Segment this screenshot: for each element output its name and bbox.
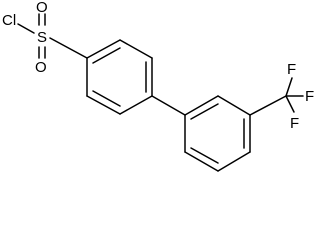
- benzene-ring-left: [86, 39, 153, 115]
- bond-c-f-bottom: [285, 95, 295, 113]
- atom-label-fluorine-bottom: F: [290, 115, 299, 132]
- ring-left-bond-4: [119, 95, 153, 115]
- atom-label-chlorine: Cl: [2, 12, 16, 29]
- ring-right-inner-3: [190, 147, 219, 164]
- atom-label-oxygen-top: O: [36, 0, 48, 16]
- sulfonyl-chloride-bonds: [17, 13, 88, 59]
- ring-right-bond-4: [217, 151, 251, 172]
- atom-label-fluorine-top: F: [287, 61, 296, 78]
- ring-left-inner-1: [92, 47, 121, 64]
- chemical-structure-diagram: Cl S O O F F F: [2, 0, 314, 172]
- biaryl-bond: [151, 95, 186, 116]
- benzene-ring-right: [184, 95, 251, 172]
- bond-s-ring: [49, 37, 88, 59]
- ring-left-inner-3: [92, 90, 121, 107]
- ring-left-bond-5: [86, 95, 121, 115]
- atom-label-sulfur: S: [37, 29, 47, 46]
- ring-right-inner-1: [190, 103, 219, 120]
- bond-cl-s: [17, 23, 35, 34]
- atom-label-oxygen-bottom: O: [35, 59, 47, 76]
- bond-ring-cf3: [249, 95, 287, 116]
- ring-right-bond-5: [184, 151, 219, 172]
- ring-left-bond-1: [86, 39, 121, 59]
- ring-right-bond-1: [184, 95, 219, 116]
- bond-c-f-top: [285, 77, 293, 97]
- trifluoromethyl-bonds: [249, 77, 304, 116]
- ring-left-bond-2: [119, 39, 153, 59]
- atom-label-fluorine-right: F: [305, 88, 314, 105]
- ring-right-bond-2: [217, 95, 251, 116]
